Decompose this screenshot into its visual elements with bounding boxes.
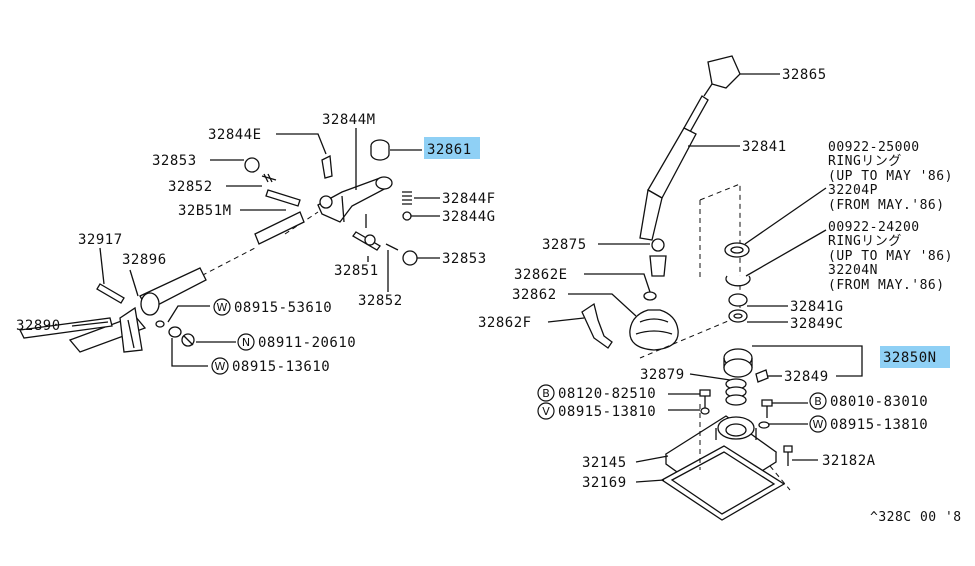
label-32917[interactable]: 32917	[78, 232, 123, 248]
prefix-w-2: W	[215, 360, 226, 373]
label-32849c[interactable]: 32849C	[790, 316, 844, 332]
label-32841g[interactable]: 32841G	[790, 299, 844, 315]
label-32853-lower[interactable]: 32853	[442, 251, 487, 267]
label-32851[interactable]: 32851	[334, 263, 379, 279]
prefix-n-1: N	[242, 336, 250, 349]
label-32875[interactable]: 32875	[542, 237, 587, 253]
prefix-w-1: W	[217, 301, 228, 314]
label-32861[interactable]: 32861	[427, 142, 472, 158]
label-32844g[interactable]: 32844G	[442, 209, 496, 225]
right-assembly	[581, 55, 793, 521]
label-00922-25000[interactable]: 00922-25000	[828, 140, 920, 155]
label-32862e[interactable]: 32862E	[514, 267, 568, 283]
label-32145[interactable]: 32145	[582, 455, 627, 471]
label-00922-24200[interactable]: 00922-24200	[828, 220, 920, 235]
prefix-circles: W N W B V B W	[211, 298, 827, 433]
label-08915-53610[interactable]: 08915-53610	[234, 300, 332, 316]
label-08915-13610[interactable]: 08915-13610	[232, 359, 330, 375]
prefix-b-2: B	[814, 395, 822, 408]
label-32182a[interactable]: 32182A	[822, 453, 876, 469]
left-assembly	[19, 139, 418, 353]
label-32896[interactable]: 32896	[122, 252, 167, 268]
label-32862f[interactable]: 32862F	[478, 315, 532, 331]
prefix-w-3: W	[813, 418, 824, 431]
prefix-b-1: B	[542, 387, 550, 400]
label-32204n[interactable]: 32204N	[828, 263, 878, 278]
label-ring-1: RINGリング	[828, 154, 902, 169]
label-32841[interactable]: 32841	[742, 139, 787, 155]
label-from-may-86-1: (FROM MAY.'86)	[828, 198, 945, 213]
label-from-may-86-2: (FROM MAY.'86)	[828, 278, 945, 293]
label-32865[interactable]: 32865	[782, 67, 827, 83]
label-32204p[interactable]: 32204P	[828, 183, 878, 198]
figure-code: ^328C 00 '8	[870, 510, 962, 525]
label-08120-82510[interactable]: 08120-82510	[558, 386, 656, 402]
label-32862[interactable]: 32862	[512, 287, 557, 303]
highlight-32850N	[880, 346, 950, 368]
label-32890[interactable]: 32890	[16, 318, 61, 334]
highlight-32861	[424, 137, 480, 159]
label-ring-2: RINGリング	[828, 234, 902, 249]
label-32852-upper[interactable]: 32852	[168, 179, 213, 195]
label-32851m[interactable]: 32B51M	[178, 203, 232, 219]
part-labels[interactable]: 32865 32841 32844E 32844M 32861 32853 32…	[16, 67, 962, 525]
label-32849[interactable]: 32849	[784, 369, 829, 385]
label-32844f[interactable]: 32844F	[442, 191, 496, 207]
label-32850n[interactable]: 32850N	[883, 350, 937, 366]
prefix-v-1: V	[542, 405, 550, 418]
label-08911-20610[interactable]: 08911-20610	[258, 335, 356, 351]
leader-lines	[71, 73, 863, 483]
label-32853-upper[interactable]: 32853	[152, 153, 197, 169]
label-upto-may-86-2: (UP TO MAY '86)	[828, 249, 953, 264]
label-32852-lower[interactable]: 32852	[358, 293, 403, 309]
label-32844m[interactable]: 32844M	[322, 112, 376, 128]
label-upto-may-86-1: (UP TO MAY '86)	[828, 169, 953, 184]
label-08010-83010[interactable]: 08010-83010	[830, 394, 928, 410]
label-32844e[interactable]: 32844E	[208, 127, 262, 143]
label-08915-13810-right[interactable]: 08915-13810	[830, 417, 928, 433]
label-08915-13810-left[interactable]: 08915-13810	[558, 404, 656, 420]
label-32879[interactable]: 32879	[640, 367, 685, 383]
label-32169[interactable]: 32169	[582, 475, 627, 491]
